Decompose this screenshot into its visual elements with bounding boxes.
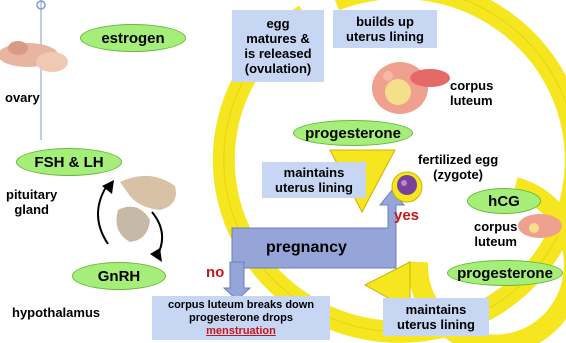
no-label: no (206, 264, 224, 281)
corpus-luteum-top-label: corpus luteum (450, 78, 493, 108)
ovary-icon (0, 41, 68, 72)
fertilized-line-1: fertilized egg (418, 152, 498, 167)
maintains-bottom-line-1: maintains (406, 302, 467, 317)
progesterone-right-label: progesterone (447, 260, 563, 286)
corpus-luteum-right-label: corpus luteum (474, 219, 517, 249)
ovary-label: ovary (5, 90, 40, 105)
corpus-luteum-small-icon (518, 214, 562, 238)
ovulation-line-2: matures & (246, 31, 310, 46)
maintains-top-line-1: maintains (284, 165, 345, 180)
builds-line-1: builds up (356, 14, 414, 29)
builds-line-2: uterus lining (346, 29, 424, 44)
corpus-luteum-icon (372, 62, 450, 114)
ovulation-line-4: (ovulation) (245, 61, 311, 76)
fsh-lh-label: FSH & LH (16, 148, 122, 176)
pregnancy-label: pregnancy (266, 239, 347, 257)
pituitary-gland-label: pituitary gland (6, 187, 57, 217)
maintains-bottom-line-2: uterus lining (397, 317, 475, 332)
builds-lining-box: builds up uterus lining (333, 10, 437, 48)
hcg-label: hCG (467, 188, 541, 214)
pituitary-gland-icon (98, 176, 176, 262)
pituitary-line-1: pituitary (6, 187, 57, 202)
corpus-luteum-right-line-2: luteum (474, 234, 517, 249)
corpus-luteum-top-line-1: corpus (450, 78, 493, 93)
breakdown-box: corpus luteum breaks down progesterone d… (152, 296, 330, 340)
ovulation-line-3: is released (244, 46, 311, 61)
fertilized-egg-label: fertilized egg (zygote) (418, 152, 498, 182)
corpus-luteum-right-line-1: corpus (474, 219, 517, 234)
menstruation-link[interactable]: menstruation (206, 325, 276, 338)
pituitary-line-2: gland (6, 202, 57, 217)
hypothalamus-label: hypothalamus (12, 305, 100, 320)
yes-label: yes (394, 207, 419, 224)
corpus-luteum-top-line-2: luteum (450, 93, 493, 108)
progesterone-top-label: progesterone (293, 120, 413, 146)
maintains-top-line-2: uterus lining (275, 180, 353, 195)
maintains-top-box: maintains uterus lining (262, 162, 366, 198)
maintains-bottom-box: maintains uterus lining (383, 298, 489, 336)
breakdown-line-1: corpus luteum breaks down (168, 299, 314, 312)
gnrh-label: GnRH (72, 262, 166, 290)
ovulation-line-1: egg (266, 16, 289, 31)
breakdown-line-2: progesterone drops (189, 312, 293, 325)
estrogen-label: estrogen (80, 24, 186, 52)
ovulation-box: egg matures & is released (ovulation) (232, 10, 324, 82)
fertilized-line-2: (zygote) (418, 167, 498, 182)
